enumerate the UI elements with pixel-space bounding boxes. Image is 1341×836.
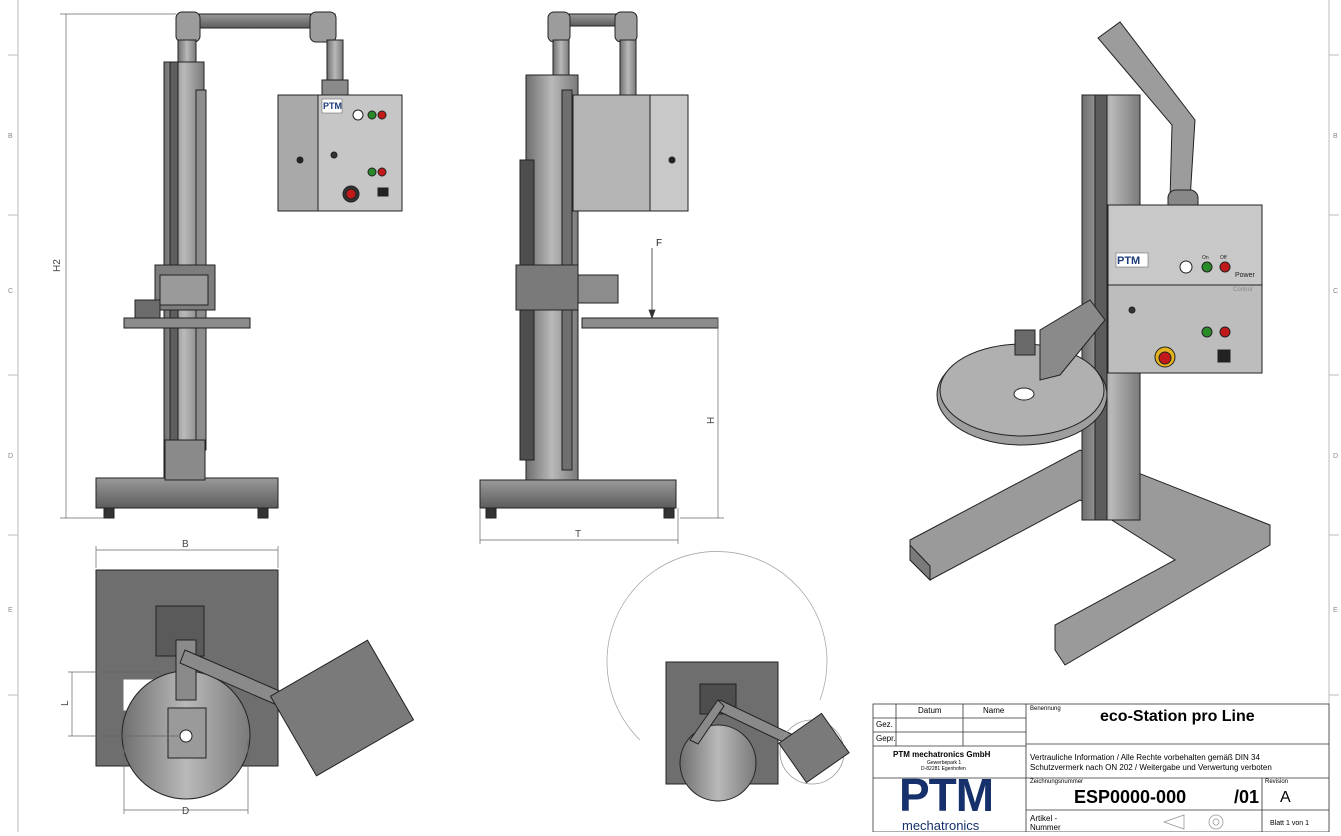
zone-label-left: C [8,288,13,295]
side-view [479,11,719,519]
dimension-label-h2: H2 [52,259,63,272]
zone-label-left: E [8,607,13,614]
zone-label-right: B [1333,133,1338,140]
tb-sheet-info: Blatt 1 von 1 [1270,820,1309,827]
tb-revision-suffix: /01 [1234,787,1260,807]
tb-row-gez: Gez. [876,720,893,729]
dimension-b [95,546,279,568]
dimension-l [68,671,180,737]
tb-sheet-total: 1 [1305,820,1309,827]
isometric-view [909,21,1271,666]
sheet-border [8,0,1339,832]
panel-on-label: On [1202,255,1209,261]
tb-address-line1: Gewerbepark 1 [927,760,962,766]
projection-symbol-icon [1162,813,1228,836]
title-block-frame [872,703,1330,832]
tb-confidential-line1: Vertrauliche Information / Alle Rechte v… [1030,753,1260,762]
panel-control-label: Control [1233,287,1252,293]
tb-artikel-label2: Nummer [1030,823,1061,832]
zone-label-right: C [1333,288,1338,295]
tb-benennung-label: Benennung [1030,706,1061,712]
dimension-label-d: D [182,806,189,817]
tb-title: eco-Station pro Line [1100,708,1255,725]
tb-drawing-number: ESP0000-000 [1074,787,1187,807]
panel-brand: PTM [1117,255,1140,267]
tb-artikel-label1: Artikel - [1030,814,1058,823]
dimension-label-l: L [60,700,71,706]
front-view [95,11,403,519]
tb-blatt-label: Blatt [1270,820,1285,827]
dimension-t [479,508,679,544]
company-logo: PTM [899,769,994,821]
tb-revision-label: Revision [1265,779,1289,785]
zone-label-left: B [8,133,13,140]
dimension-h [680,318,724,519]
tb-von-label: von [1291,820,1304,827]
tb-drawing-no-label: Zeichnungsnummer [1030,779,1084,785]
tb-revision: A [1280,789,1291,806]
dimension-label-h: H [706,417,717,424]
force-label-f: F [656,238,662,249]
tb-col-name: Name [983,706,1005,715]
force-arrow-f [648,248,656,320]
tb-company: PTM mechatronics GmbH [893,750,991,759]
swing-view [606,551,850,802]
zone-label-right: D [1333,453,1338,460]
panel-power-label: Power [1235,272,1256,279]
panel-off-label: Off [1220,255,1227,261]
zone-label-left: D [8,453,13,460]
zone-label-right: E [1333,607,1338,614]
dimension-label-b: B [182,539,189,550]
tb-row-gepr: Gepr. [876,734,896,743]
dimension-label-t: T [575,529,581,540]
panel-brand: PTM [323,101,342,111]
tb-col-date: Datum [918,706,942,715]
top-view [95,569,415,800]
tb-sheet-number: 1 [1285,820,1290,827]
company-logo-subtitle: mechatronics [902,818,980,833]
tb-confidential-line2: Schutzvermerk nach ON 202 / Weitergabe u… [1030,763,1272,772]
dimension-h2 [60,13,176,519]
dimension-d [123,740,249,814]
tb-address-line2: D-82281 Egenhofen [921,766,966,772]
